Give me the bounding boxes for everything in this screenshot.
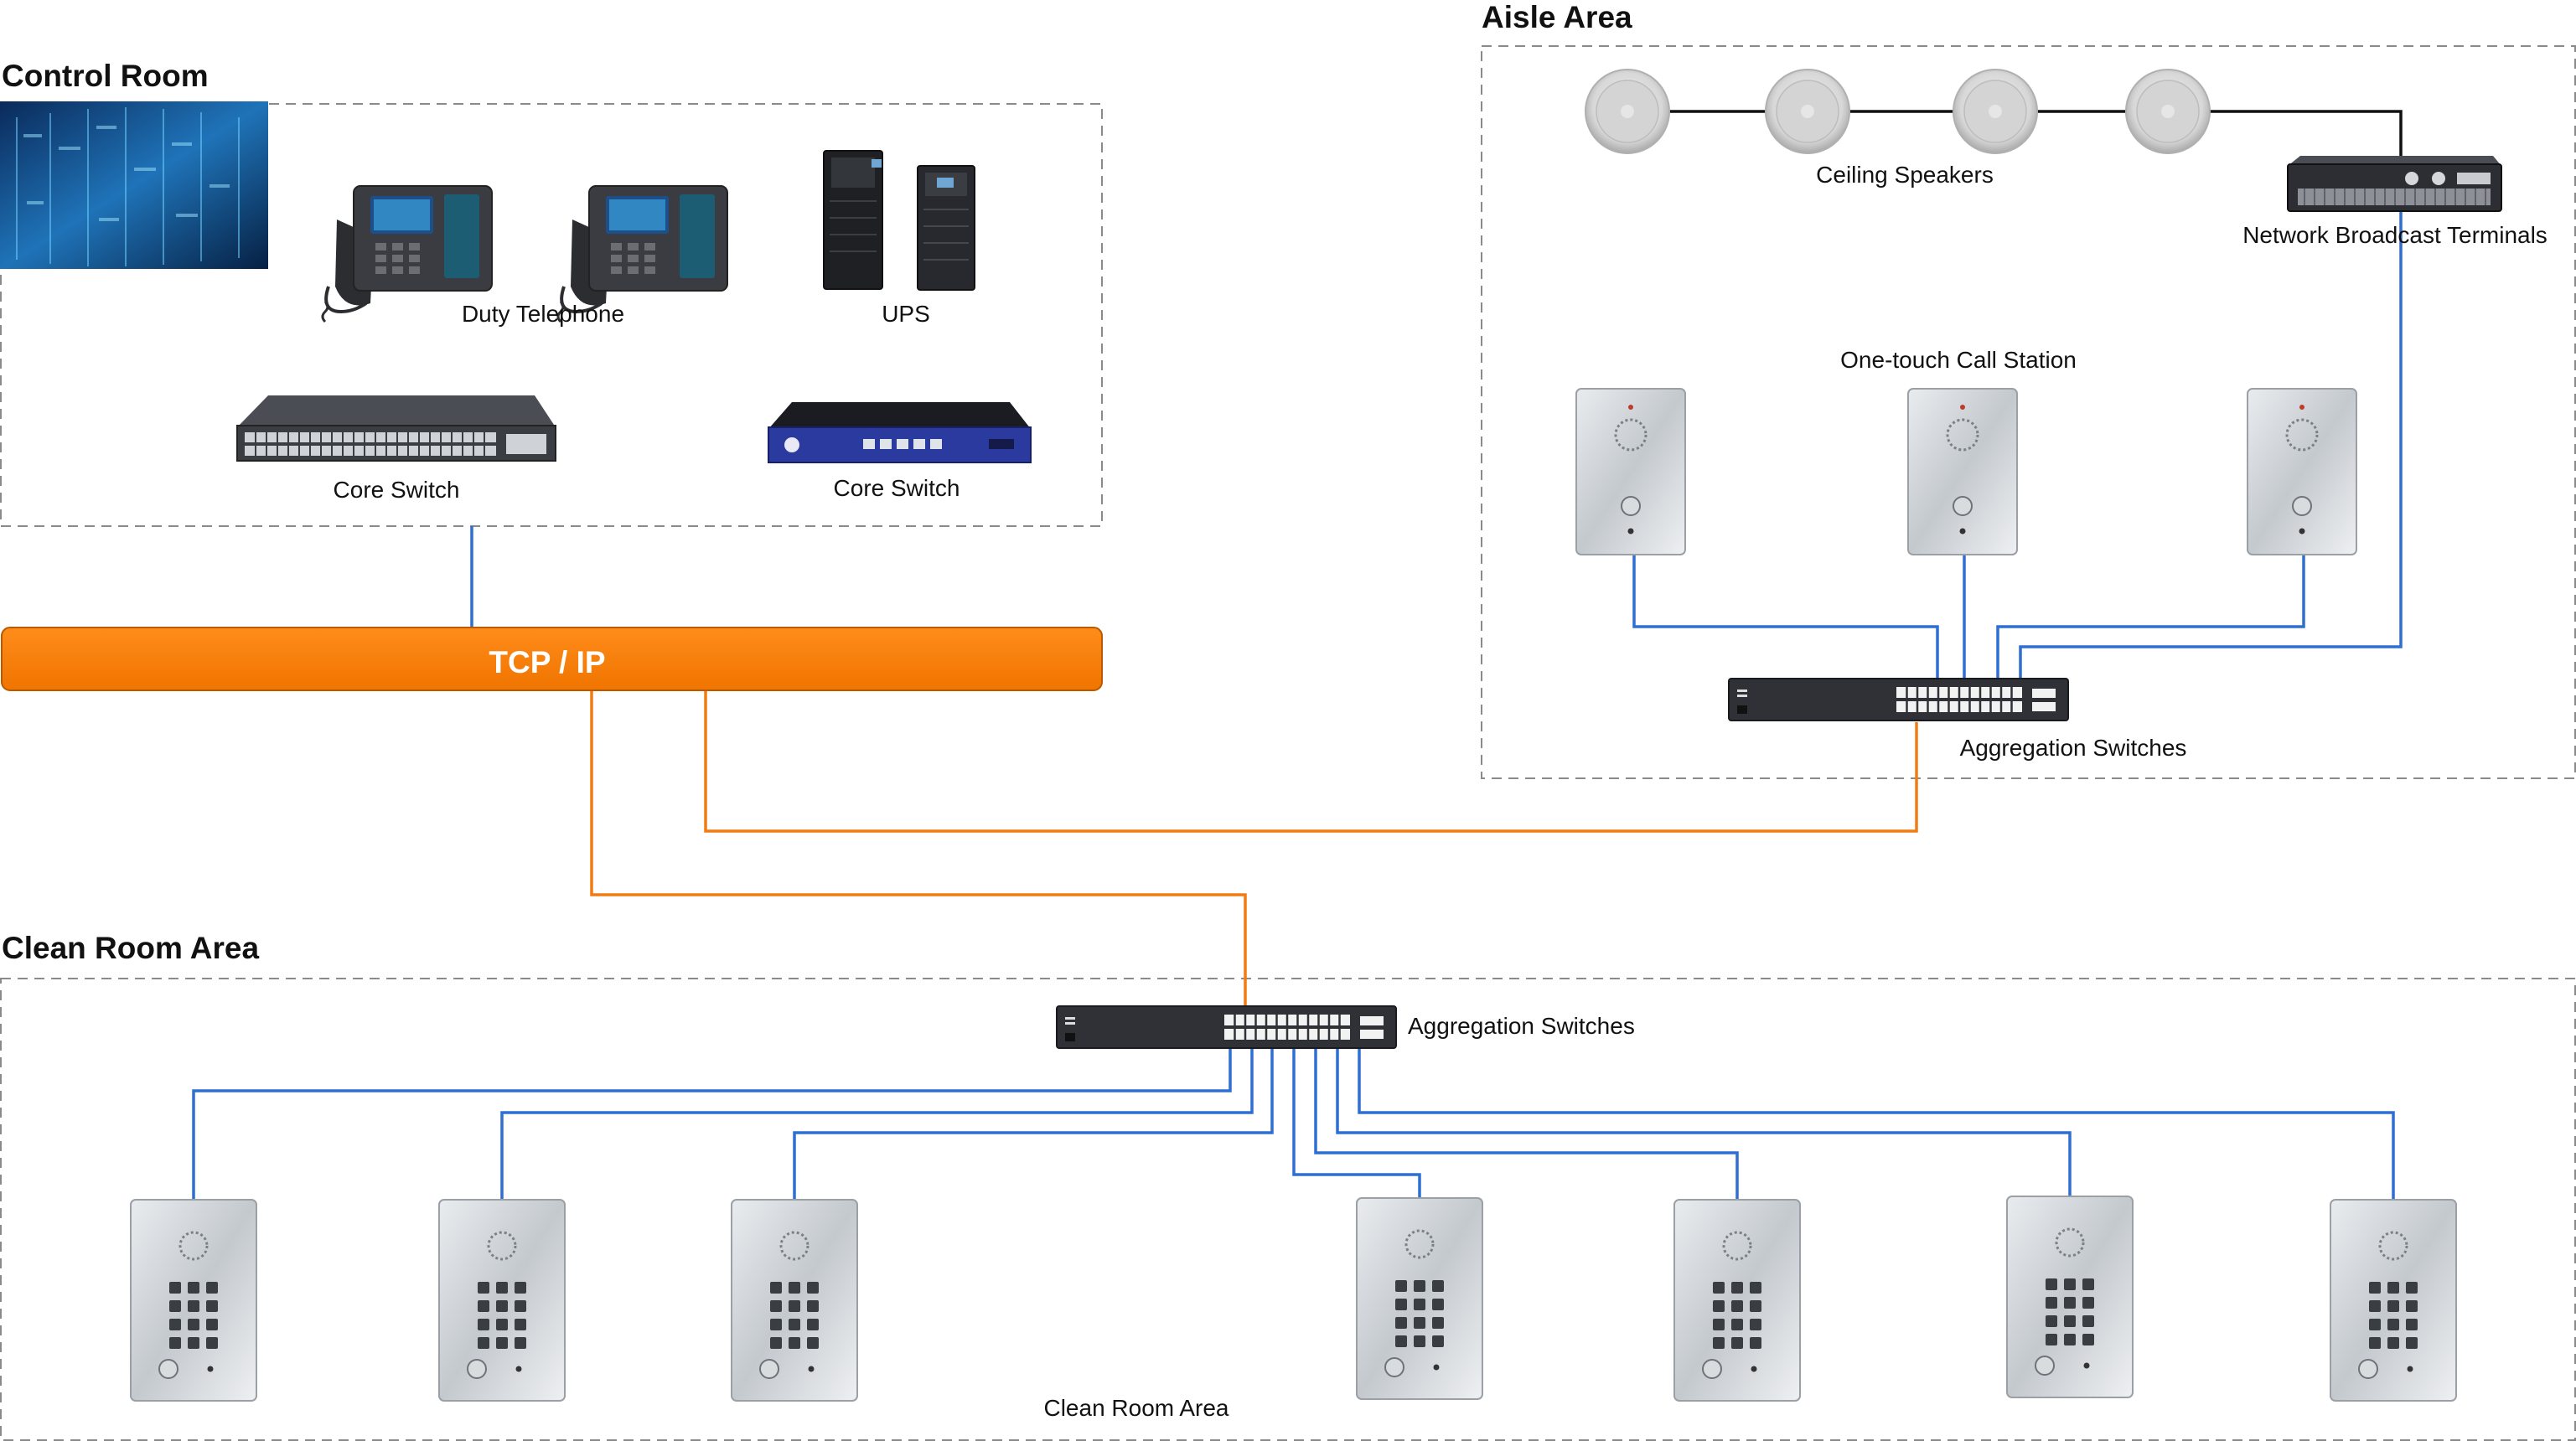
ups-cabinet-icon — [823, 150, 975, 291]
clean-room-uplink-wire — [590, 690, 1247, 1007]
one-touch-call-station-icon — [2246, 387, 2358, 556]
keypad-wire — [1336, 1047, 2072, 1198]
call-station-label: One-touch Call Station — [1840, 347, 2077, 373]
keypad-intercom-icon — [2329, 1198, 2458, 1402]
keypad-intercom-icon — [437, 1198, 566, 1402]
call-station-wire — [1632, 555, 1939, 680]
duty-telephone-label: Duty Telephone — [462, 301, 624, 327]
keypad-intercom-icon — [730, 1198, 859, 1402]
aisle-area-zone — [1481, 45, 2576, 779]
clean-room-zone — [0, 978, 2576, 1441]
tcp-ip-bus — [1, 627, 1103, 691]
aisle-area-title: Aisle Area — [1482, 0, 1632, 34]
speaker-wire — [2168, 110, 2403, 164]
clean-agg-switch-label: Aggregation Switches — [1408, 1013, 1635, 1039]
broadcast-amplifier-icon — [2287, 156, 2502, 212]
control-room-title: Control Room — [2, 59, 209, 93]
aggregation-switch-icon — [1055, 1005, 1398, 1050]
network-broadcast-label: Network Broadcast Terminals — [2242, 222, 2548, 248]
ups-label: UPS — [882, 301, 930, 327]
ceiling-speaker-icon — [1953, 69, 2038, 154]
keypad-wire — [500, 1047, 1254, 1200]
one-touch-call-station-icon — [1575, 387, 1687, 556]
keypad-intercom-icon — [2005, 1195, 2134, 1399]
aisle-agg-switch-label: Aggregation Switches — [1960, 735, 2187, 761]
aggregation-switch-icon — [1727, 677, 2070, 722]
control-room-zone — [0, 103, 1103, 527]
call-station-wire — [1996, 555, 2305, 680]
aisle-uplink-wire — [704, 690, 1918, 833]
network-appliance-icon — [768, 402, 1032, 463]
clean-room-caption: Clean Room Area — [1043, 1395, 1229, 1421]
ceiling-speaker-icon — [1585, 69, 1670, 154]
keypad-wire — [1292, 1047, 1421, 1200]
broadcast-terminal-wire — [2019, 209, 2403, 680]
keypad-intercom-icon — [129, 1198, 258, 1402]
keypad-wire — [192, 1047, 1232, 1200]
tcp-ip-label: TCP / IP — [489, 645, 605, 679]
keypad-intercom-icon — [1355, 1196, 1484, 1401]
server-rack-photo-icon — [0, 101, 268, 269]
rack-switch-icon — [236, 395, 556, 462]
core-switch-1-label: Core Switch — [334, 477, 460, 503]
ceiling-speaker-icon — [1765, 69, 1850, 154]
core-switch-2-label: Core Switch — [834, 475, 960, 501]
one-touch-call-station-icon — [1906, 387, 2019, 556]
clean-room-title: Clean Room Area — [2, 931, 259, 965]
keypad-wire — [1314, 1047, 1739, 1200]
ceiling-speaker-icon — [2125, 69, 2211, 154]
keypad-intercom-icon — [1673, 1198, 1802, 1402]
keypad-wire — [793, 1047, 1274, 1200]
keypad-wire — [1358, 1047, 2395, 1200]
ceiling-speakers-label: Ceiling Speakers — [1816, 162, 1994, 188]
